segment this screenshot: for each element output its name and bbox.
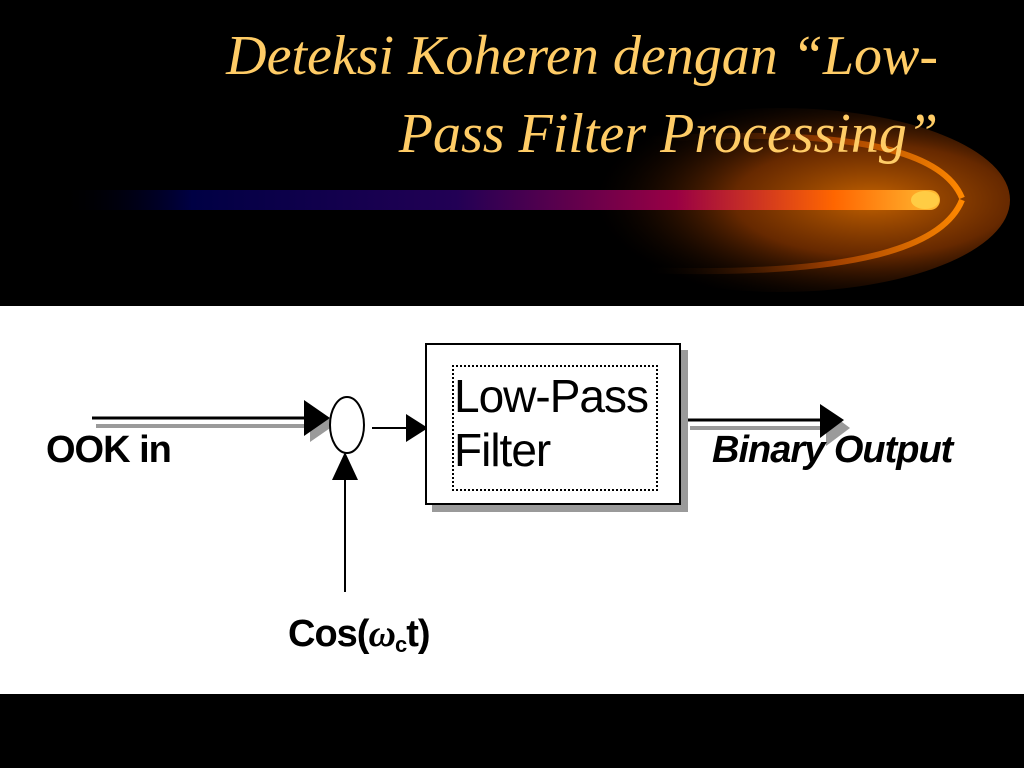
comet-head [911,191,939,209]
oscillator-label-suffix: t) [406,613,430,655]
input-arrowhead [304,400,330,436]
comet-streak [60,190,940,210]
oscillator-label-subscript: c [394,632,407,657]
oscillator-label: Cos(ωct) [288,612,431,667]
title-header: Deteksi Koheren dengan “Low- Pass Filter… [0,0,1024,306]
comet-arc-upper [639,132,965,200]
carrier-arrowhead [332,452,358,480]
output-label: Binary Output [712,429,953,471]
footer-band [0,694,1024,768]
oscillator-label-omega: ω [368,613,396,655]
oscillator-label-prefix: Cos( [288,613,369,655]
filter-label-line-2: Filter [454,424,551,476]
decorative-comet-swoosh [60,108,1010,292]
diagram-connectors [92,396,850,592]
comet-arc-lower [639,198,965,275]
slide-title-line-2: Pass Filter Processing” [398,103,938,165]
slide-title-line-1: Deteksi Koheren dengan “Low- [226,25,938,87]
filter-label-line-1: Low-Pass [454,370,649,422]
mixer-to-filter-arrowhead [406,414,428,442]
mixer-circle [329,396,365,454]
input-label: OOK in [46,429,172,471]
output-arrowhead [820,404,844,438]
